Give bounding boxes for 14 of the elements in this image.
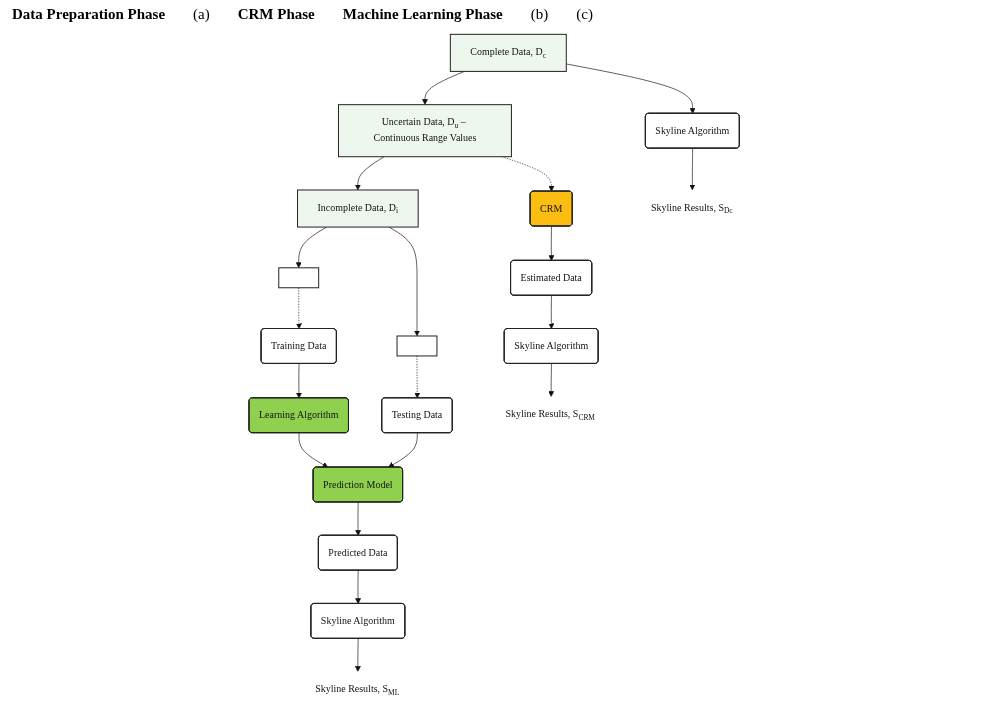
node-box: Uncertain Data, D$_{u}$ – Continuous Range Values: [338, 104, 513, 158]
phase-heading: CRM Phase: [237, 6, 315, 23]
phase-heading: Data Preparation Phase: [12, 6, 166, 23]
node-box: Incomplete Data, D$_{i}$: [297, 189, 419, 228]
panel-label: (c): [576, 6, 593, 23]
node-box: [278, 267, 320, 289]
node-text: Skyline Results, S$_{ML}$: [315, 683, 400, 697]
node-text: Skyline Results, S$_{CRM}$: [505, 408, 596, 422]
panel-label: (b): [530, 6, 549, 23]
phase-heading: Machine Learning Phase: [342, 6, 503, 23]
panel-label: (a): [193, 6, 210, 23]
node-box: Complete Data, D$_{c}$: [450, 33, 567, 72]
node-box: [396, 335, 438, 357]
node-text: Skyline Results, S$_{Dc}$: [651, 201, 733, 215]
